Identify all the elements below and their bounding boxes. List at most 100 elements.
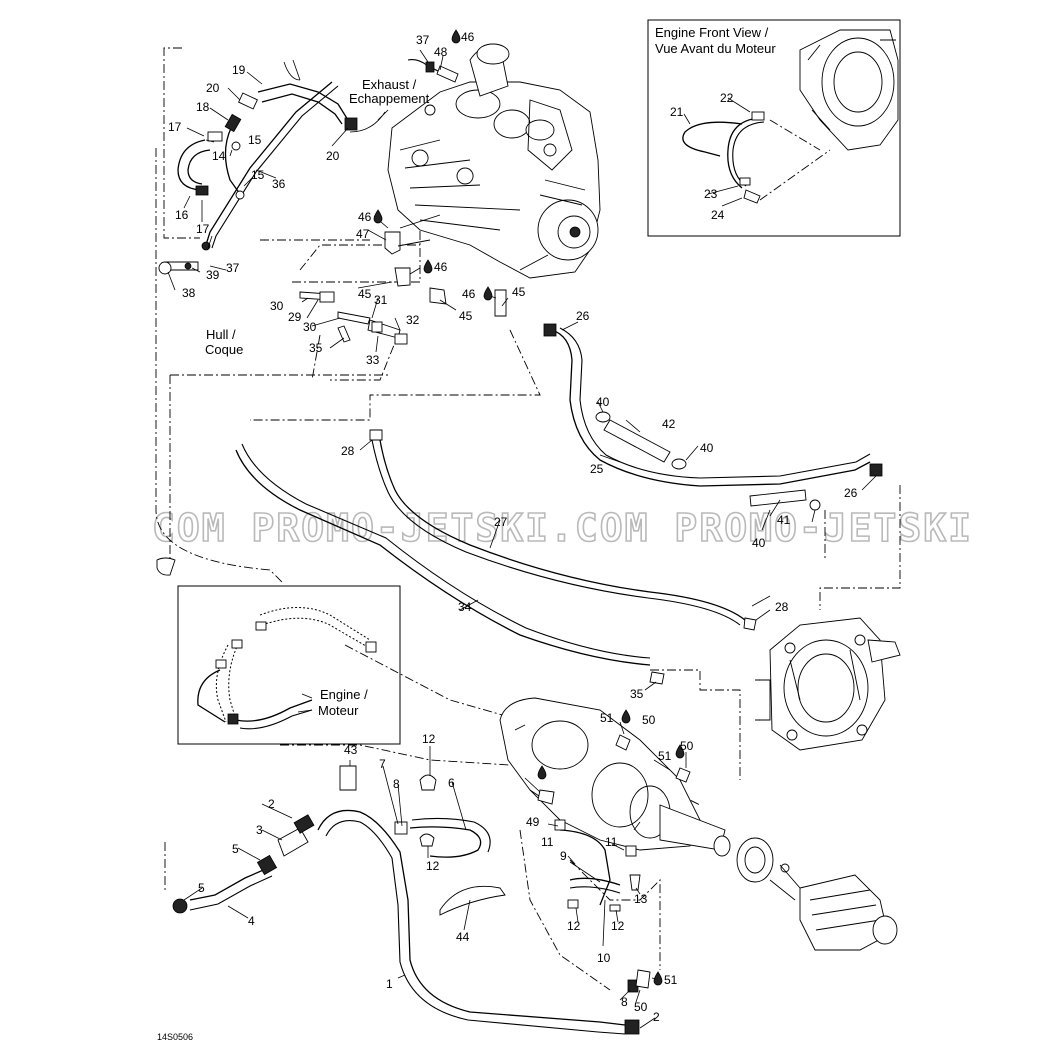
callout-numbers: 1 2 2 3 4 5 5 6 7 8 8 9 10 11 11 12 12 1… bbox=[168, 30, 858, 1024]
callout-26-b: 26 bbox=[844, 486, 858, 500]
callout-27: 27 bbox=[494, 515, 508, 529]
callout-51-c: 51 bbox=[664, 973, 678, 987]
callout-5-b: 5 bbox=[198, 881, 205, 895]
callout-20: 20 bbox=[206, 81, 220, 95]
callout-40-c: 40 bbox=[752, 536, 766, 550]
sealant-drop-icon bbox=[451, 29, 461, 44]
callout-2-b: 2 bbox=[653, 1010, 660, 1024]
callout-45-b: 45 bbox=[459, 309, 473, 323]
pump-housing-plate bbox=[755, 617, 901, 751]
callout-24: 24 bbox=[711, 208, 725, 222]
leader-lines bbox=[167, 49, 877, 1029]
sealant-drop-icon bbox=[373, 209, 383, 224]
callout-30-b: 30 bbox=[303, 320, 317, 334]
callout-12-b: 12 bbox=[426, 859, 440, 873]
callout-21: 21 bbox=[670, 105, 684, 119]
callout-35: 35 bbox=[309, 341, 323, 355]
callout-35-b: 35 bbox=[630, 687, 644, 701]
sealant-drop-icon bbox=[423, 259, 433, 274]
engine-front-view bbox=[682, 29, 899, 204]
callout-17: 17 bbox=[168, 120, 182, 134]
callout-44: 44 bbox=[456, 930, 470, 944]
callout-40: 40 bbox=[596, 395, 610, 409]
callout-50: 50 bbox=[642, 713, 656, 727]
engine-front-view-label-2: Vue Avant du Moteur bbox=[655, 41, 776, 56]
exhaust-fittings bbox=[283, 59, 459, 133]
hose-group-25 bbox=[543, 323, 883, 511]
callout-34: 34 bbox=[458, 600, 472, 614]
callout-40-b: 40 bbox=[700, 441, 714, 455]
exhaust-label-1: Exhaust / bbox=[362, 77, 417, 92]
callout-28: 28 bbox=[341, 444, 355, 458]
sealant-drop-icon bbox=[621, 709, 631, 724]
callout-46-d: 46 bbox=[462, 287, 476, 301]
callout-47: 47 bbox=[356, 227, 370, 241]
callout-33: 33 bbox=[366, 353, 380, 367]
callout-39: 39 bbox=[206, 268, 220, 282]
engine-front-view-inset bbox=[647, 19, 901, 237]
callout-37: 37 bbox=[416, 33, 430, 47]
callout-48: 48 bbox=[434, 45, 448, 59]
callout-5: 5 bbox=[232, 842, 239, 856]
callout-37-b: 37 bbox=[226, 261, 240, 275]
sealant-drop-icon bbox=[483, 286, 493, 301]
jet-pump-assembly bbox=[499, 697, 898, 951]
callout-1: 1 bbox=[386, 977, 393, 991]
exhaust-label-2: Echappement bbox=[349, 91, 430, 106]
sealant-drop-icon bbox=[537, 765, 547, 780]
callout-14: 14 bbox=[212, 149, 226, 163]
inset-hoses bbox=[197, 607, 377, 730]
callout-2: 2 bbox=[268, 797, 275, 811]
callout-51: 51 bbox=[600, 711, 614, 725]
callout-25: 25 bbox=[590, 462, 604, 476]
callout-15: 15 bbox=[248, 133, 262, 147]
hull-label-1: Hull / bbox=[206, 327, 236, 342]
callout-16: 16 bbox=[175, 208, 189, 222]
callout-32: 32 bbox=[406, 313, 420, 327]
callout-51-b: 51 bbox=[658, 749, 672, 763]
callout-23: 23 bbox=[704, 187, 718, 201]
callout-12-c: 12 bbox=[567, 919, 581, 933]
callout-46-b: 46 bbox=[358, 210, 372, 224]
sealant-drop-icon bbox=[653, 971, 663, 986]
callout-50-c: 50 bbox=[634, 1000, 648, 1014]
callout-3: 3 bbox=[256, 823, 263, 837]
callout-12: 12 bbox=[422, 732, 436, 746]
diagram-code: 14S0506 bbox=[157, 1032, 193, 1042]
callout-43: 43 bbox=[344, 743, 358, 757]
callout-9: 9 bbox=[560, 849, 567, 863]
lower-hoses bbox=[172, 734, 691, 1035]
callout-46: 46 bbox=[461, 30, 475, 44]
callout-17-b: 17 bbox=[196, 222, 210, 236]
sealant-drop-icons bbox=[156, 29, 685, 986]
callout-29: 29 bbox=[288, 310, 302, 324]
callout-15-b: 15 bbox=[251, 168, 265, 182]
callout-12-d: 12 bbox=[611, 919, 625, 933]
callout-45: 45 bbox=[358, 287, 372, 301]
callout-4: 4 bbox=[248, 914, 255, 928]
callout-28-b: 28 bbox=[775, 600, 789, 614]
engine-label-1: Engine / bbox=[320, 687, 368, 702]
callout-30: 30 bbox=[270, 299, 284, 313]
engine-arrow bbox=[297, 693, 313, 713]
callout-50-b: 50 bbox=[680, 739, 694, 753]
callout-7: 7 bbox=[379, 757, 386, 771]
callout-22: 22 bbox=[720, 91, 734, 105]
callout-42: 42 bbox=[662, 417, 676, 431]
callout-36: 36 bbox=[272, 177, 286, 191]
callout-18: 18 bbox=[196, 100, 210, 114]
callout-8-b: 8 bbox=[621, 995, 628, 1009]
long-hoses bbox=[235, 429, 757, 685]
engine-front-view-label-1: Engine Front View / bbox=[655, 25, 769, 40]
hull-label-2: Coque bbox=[205, 342, 243, 357]
callout-11: 11 bbox=[541, 835, 554, 849]
callout-11-b: 11 bbox=[605, 835, 618, 849]
callout-10: 10 bbox=[597, 951, 611, 965]
callout-49: 49 bbox=[526, 815, 540, 829]
callout-20-b: 20 bbox=[326, 149, 340, 163]
watermark-text: COM PROMO-JETSKI.COM PROMO-JETSKI bbox=[152, 506, 973, 550]
callout-46-c: 46 bbox=[434, 260, 448, 274]
engine-hose-inset bbox=[177, 585, 401, 745]
callout-38: 38 bbox=[182, 286, 196, 300]
